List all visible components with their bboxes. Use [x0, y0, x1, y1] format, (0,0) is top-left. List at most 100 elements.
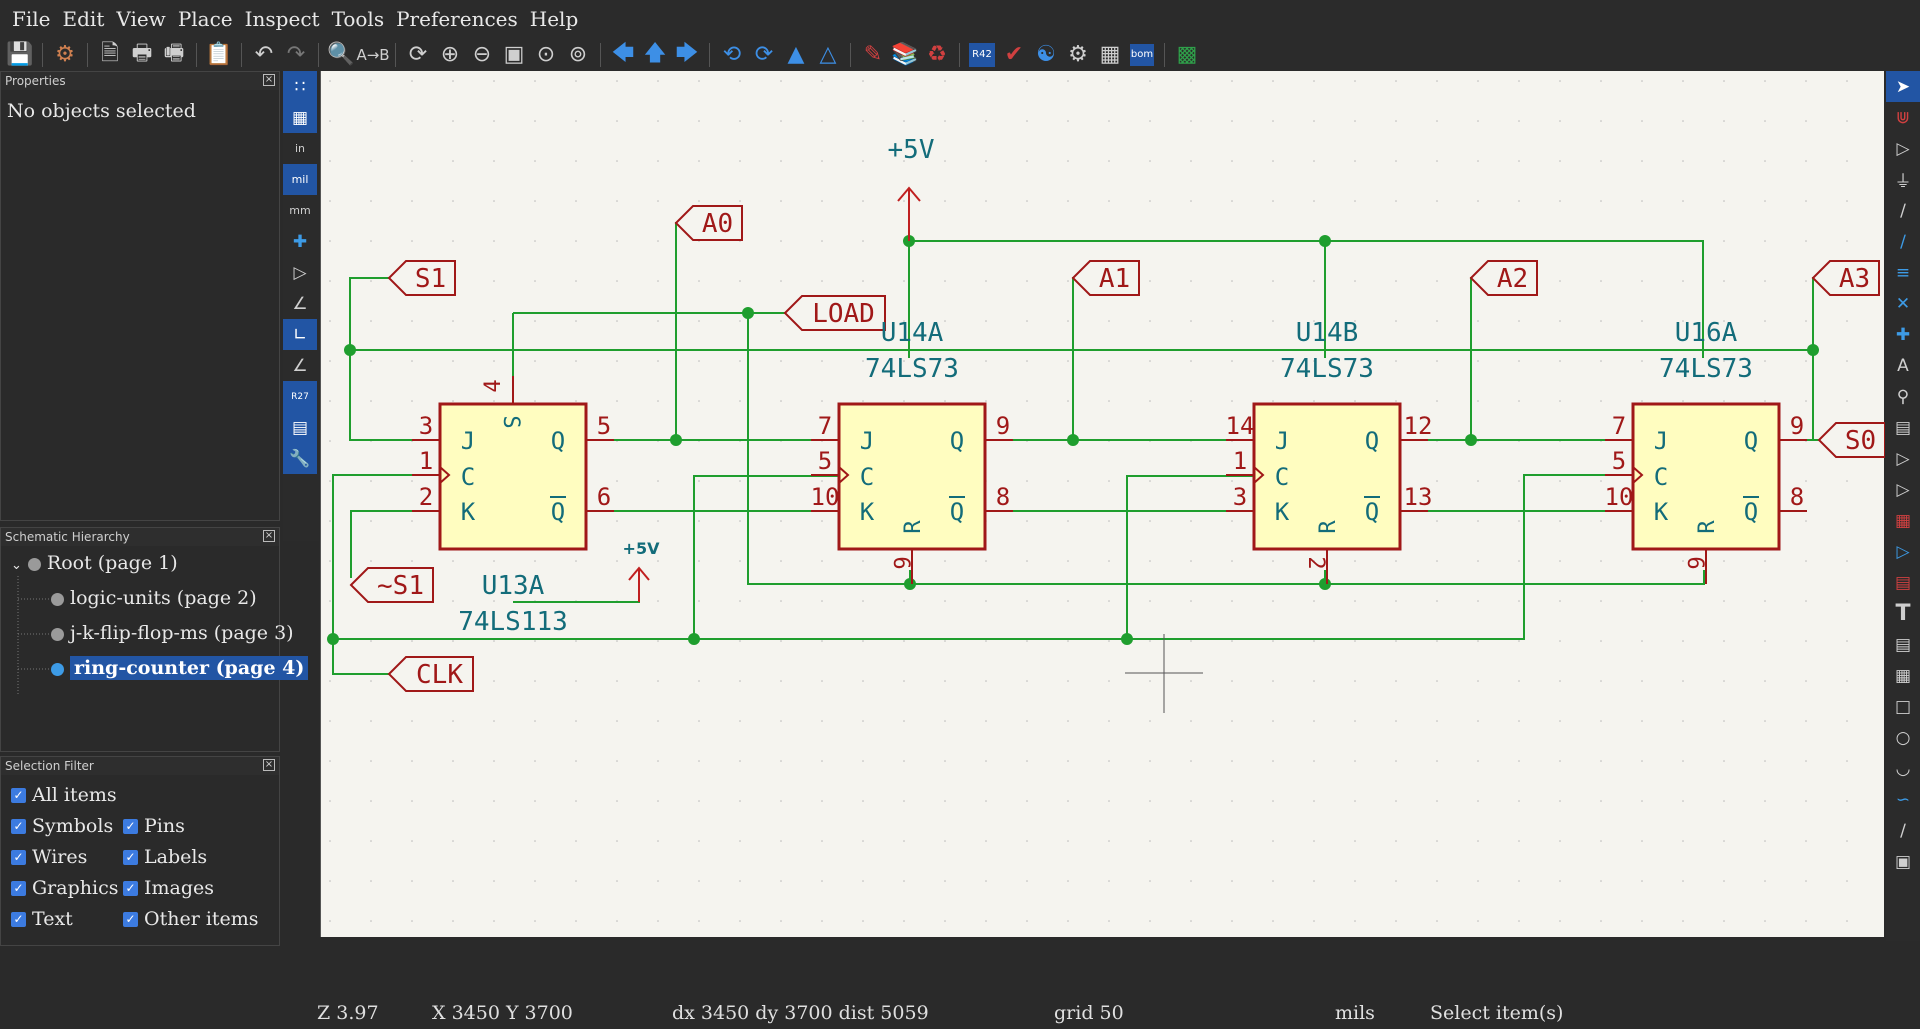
checkbox-checked-icon[interactable]: ✓ — [123, 849, 138, 865]
grid-icon[interactable]: ∷ — [283, 71, 317, 102]
mirror-vertical-icon[interactable]: ▲ — [787, 42, 805, 67]
add-rule-area-icon[interactable]: ▤ — [1894, 417, 1912, 438]
hierarchy-item-current[interactable]: ring-counter (page 4) — [51, 656, 309, 680]
footprint-assign-icon[interactable]: ⚙ — [1068, 42, 1088, 67]
add-netclass-icon[interactable]: ⚲ — [1896, 386, 1910, 407]
filter-other-items[interactable]: ✓Other items — [123, 908, 259, 930]
chevron-down-icon[interactable]: ⌄ — [11, 558, 22, 573]
add-wire-icon[interactable]: ∕ — [1900, 231, 1906, 252]
add-table-icon[interactable]: ▦ — [1894, 665, 1912, 686]
pcb-editor-icon[interactable]: ▩ — [1176, 42, 1198, 67]
add-sheet-pin-icon[interactable]: ▷ — [1896, 541, 1910, 562]
symbol-library-icon[interactable]: 📚 — [891, 42, 919, 67]
close-icon[interactable]: × — [263, 74, 275, 86]
checkbox-checked-icon[interactable]: ✓ — [11, 787, 26, 803]
add-arc-icon[interactable]: ◡ — [1895, 758, 1911, 779]
annotation-icon[interactable]: R27 — [283, 381, 317, 412]
filter-all-items[interactable]: ✓All items — [11, 784, 117, 806]
rotate-cw-icon[interactable]: ⟳ — [754, 42, 774, 67]
add-power-icon[interactable]: ⏚ — [1894, 172, 1912, 192]
global-label[interactable]: A2 — [1469, 260, 1538, 296]
add-sheet-icon[interactable]: ▦ — [1894, 510, 1912, 531]
wire[interactable] — [909, 240, 1704, 358]
filter-labels[interactable]: ✓Labels — [123, 846, 207, 868]
wire[interactable] — [693, 475, 840, 639]
close-icon[interactable]: × — [263, 759, 275, 771]
zoom-selection-icon[interactable]: ⊚ — [568, 42, 588, 67]
checkbox-checked-icon[interactable]: ✓ — [11, 911, 26, 927]
bom-icon[interactable]: bom — [1130, 43, 1154, 66]
add-no-connect-icon[interactable]: ✕ — [1895, 293, 1911, 314]
checkbox-checked-icon[interactable]: ✓ — [123, 880, 138, 896]
wire[interactable] — [1126, 475, 1254, 639]
hierarchy-navigator-icon[interactable]: ▤ — [283, 412, 317, 443]
symbol-editor-icon[interactable]: ✎ — [863, 42, 883, 67]
draw-line-icon[interactable]: ∕ — [1900, 200, 1906, 221]
global-label[interactable]: CLK — [387, 656, 474, 692]
highlight-net-icon[interactable]: ⋓ — [1895, 107, 1911, 128]
menu-inspect[interactable]: Inspect — [244, 7, 320, 31]
print-icon[interactable]: 🖶 — [131, 40, 153, 66]
hierarchy-root[interactable]: ⌄Root (page 1) — [11, 552, 178, 574]
hidden-pins-icon[interactable]: ▷ — [293, 262, 307, 283]
add-textbox-icon[interactable]: ▤ — [1894, 634, 1912, 655]
zoom-in-icon[interactable]: ⊕ — [440, 42, 460, 67]
hierarchy-item[interactable]: logic-units (page 2) — [51, 587, 257, 609]
global-label[interactable]: LOAD — [783, 295, 886, 331]
checkbox-checked-icon[interactable]: ✓ — [123, 911, 138, 927]
menu-edit[interactable]: Edit — [62, 7, 105, 31]
rotate-ccw-icon[interactable]: ⟲ — [722, 42, 742, 67]
filter-pins[interactable]: ✓Pins — [123, 815, 185, 837]
checkbox-checked-icon[interactable]: ✓ — [11, 880, 26, 896]
wire[interactable] — [332, 474, 439, 675]
add-text-icon[interactable]: T — [1895, 601, 1911, 626]
zoom-objects-icon[interactable]: ⊙ — [536, 42, 556, 67]
save-icon[interactable]: 💾 — [6, 42, 34, 67]
menu-preferences[interactable]: Preferences — [396, 7, 518, 31]
menu-tools[interactable]: Tools — [331, 7, 385, 31]
menu-place[interactable]: Place — [177, 7, 233, 31]
menu-view[interactable]: View — [116, 7, 166, 31]
page-settings-icon[interactable]: 🗎 — [101, 40, 119, 66]
plot-icon[interactable]: 🖷 — [163, 40, 185, 66]
global-label[interactable]: A0 — [674, 205, 743, 241]
wire[interactable] — [350, 510, 439, 578]
checkbox-checked-icon[interactable]: ✓ — [11, 818, 26, 834]
find-replace-icon[interactable]: A→B — [356, 45, 390, 64]
add-junction-icon[interactable]: ✚ — [1895, 324, 1911, 345]
global-label[interactable]: A1 — [1071, 260, 1140, 296]
global-label[interactable]: A3 — [1811, 260, 1880, 296]
global-label[interactable]: ~S1 — [349, 567, 434, 603]
add-global-label-icon[interactable]: ▷ — [1896, 448, 1910, 469]
add-image-icon[interactable]: ▣ — [1894, 851, 1912, 872]
filter-images[interactable]: ✓Images — [123, 877, 214, 899]
wire[interactable] — [349, 350, 439, 441]
wire[interactable] — [349, 277, 389, 350]
line-mode-90-icon[interactable]: ∟ — [283, 319, 317, 350]
add-bus-icon[interactable]: ≡ — [1895, 262, 1911, 283]
navigate-up-icon[interactable]: 🡅 — [643, 40, 667, 66]
add-bezier-icon[interactable]: ∽ — [1895, 789, 1911, 810]
symbol-checker-icon[interactable]: ♻ — [927, 42, 947, 67]
add-symbol-icon[interactable]: ▷ — [1896, 138, 1910, 159]
line-mode-free-icon[interactable]: ∠ — [292, 293, 308, 314]
units-mils-button[interactable]: mil — [283, 164, 317, 195]
filter-graphics[interactable]: ✓Graphics — [11, 877, 118, 899]
navigate-forward-icon[interactable]: 🡆 — [675, 40, 699, 66]
fields-table-icon[interactable]: ▦ — [1099, 42, 1121, 67]
schematic-setup-icon[interactable]: ⚙ — [55, 42, 75, 67]
redo-icon[interactable]: ↷ — [286, 42, 306, 67]
filter-symbols[interactable]: ✓Symbols — [11, 815, 113, 837]
line-mode-45-icon[interactable]: ∠ — [292, 355, 308, 376]
close-icon[interactable]: × — [263, 530, 275, 542]
annotate-icon[interactable]: R42 — [969, 42, 995, 67]
checkbox-checked-icon[interactable]: ✓ — [123, 818, 138, 834]
menu-file[interactable]: File — [12, 7, 51, 31]
add-rectangle-icon[interactable]: □ — [1894, 696, 1912, 717]
power-symbol-5v[interactable]: +5V — [888, 135, 935, 241]
symbol-body[interactable] — [1631, 402, 1781, 551]
paste-icon[interactable]: 📋 — [205, 42, 233, 67]
